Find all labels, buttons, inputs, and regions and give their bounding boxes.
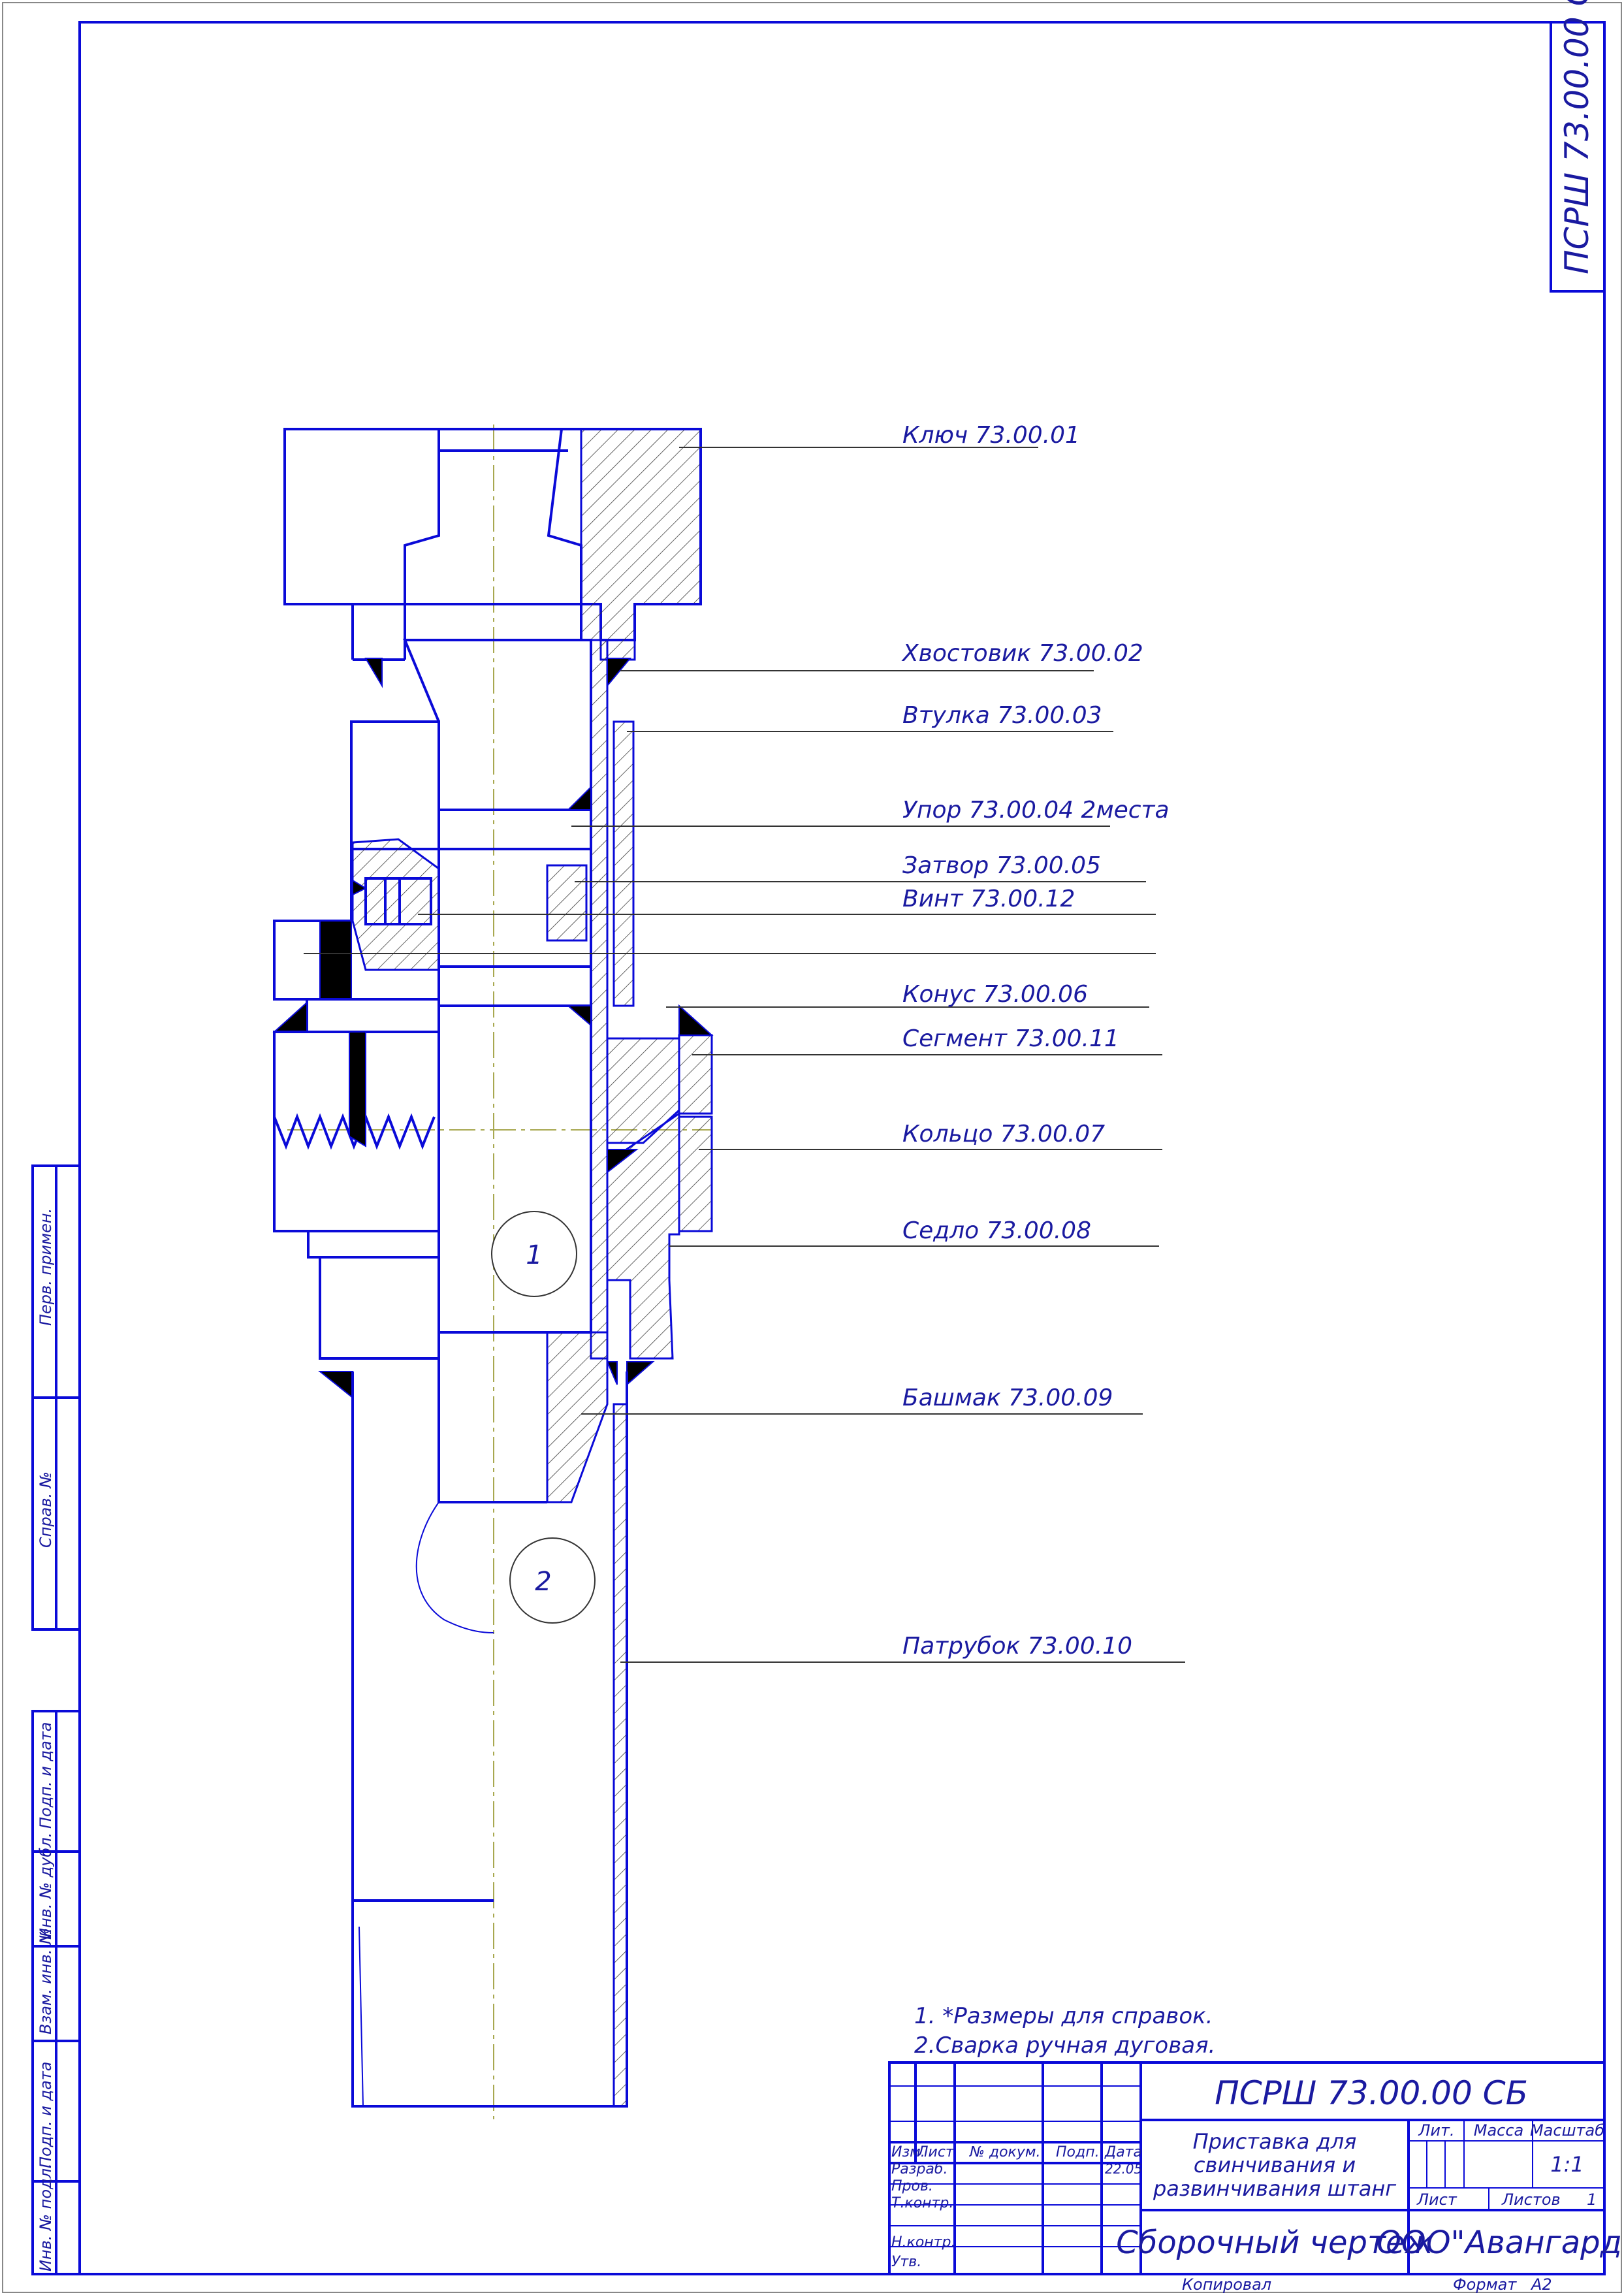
side-stamp: Перв. примен. Справ. № Подп. и дата Инв.…	[31, 1164, 81, 2275]
ring	[678, 1115, 713, 1232]
left-housing	[350, 720, 440, 850]
tb-row-nkontr: Н.контр.	[891, 2234, 955, 2251]
stop-2	[438, 965, 592, 1007]
jaw-teeth	[273, 1113, 436, 1150]
callout-lock: Затвор 73.00.05	[902, 852, 1101, 879]
tb-sheets-value: 1	[1587, 2191, 1597, 2209]
segment	[678, 1034, 713, 1115]
tb-col-date: Дата	[1104, 2144, 1142, 2160]
shoe	[546, 1331, 609, 1503]
stop-1	[438, 809, 592, 850]
note-2: 2.Сварка ручная дуговая.	[914, 2032, 1215, 2059]
cross-bar	[306, 998, 440, 1033]
lock	[351, 838, 440, 971]
side-label-sprav: Справ. №	[37, 1471, 55, 1548]
callout-sleeve: Втулка 73.00.03	[902, 702, 1102, 729]
side-label-perv: Перв. примен.	[37, 1208, 55, 1326]
tb-sheet-label: Лист	[1416, 2191, 1457, 2209]
callout-seat: Седло 73.00.08	[902, 1217, 1091, 1244]
tb-row-utv: Утв.	[891, 2254, 921, 2270]
tb-company: ООО"Авангард"	[1377, 2224, 1624, 2261]
top-code-text: ПСРШ 73.00.00 СБ	[1558, 0, 1596, 274]
shank-wall	[590, 639, 609, 1360]
side-label-podp2: Подп. и дата	[37, 2062, 55, 2169]
tb-col-podp: Подп.	[1056, 2144, 1100, 2160]
tb-sheets-label: Листов	[1501, 2191, 1561, 2209]
tb-code: ПСРШ 73.00.00 СБ	[1215, 2074, 1528, 2112]
tech-notes: 1. *Размеры для справок. 2.Сварка ручная…	[914, 2003, 1215, 2059]
drawing-frame	[78, 21, 1606, 2275]
tb-scale-value: 1:1	[1550, 2152, 1584, 2177]
tb-col-doc: № докум.	[969, 2144, 1040, 2160]
title-block: ПСРШ 73.00.00 СБ Приставка для свинчиван…	[888, 2061, 1624, 2275]
tb-scale-label: Масштаб	[1530, 2121, 1604, 2140]
callout-pipe: Патрубок 73.00.10	[902, 1633, 1132, 1660]
callout-labels: Ключ 73.00.01 Хвостовик 73.00.02 Втулка …	[901, 422, 1170, 1660]
callout-ring: Кольцо 73.00.07	[902, 1121, 1105, 1148]
tb-date-value: 22.05	[1105, 2161, 1142, 2177]
left-ring	[319, 920, 352, 1000]
shank	[403, 639, 592, 1334]
tb-mass-label: Масса	[1474, 2121, 1524, 2140]
tb-name-3: развинчивания штанг	[1153, 2176, 1396, 2201]
top-code-box: ПСРШ 73.00.00 СБ	[1550, 0, 1606, 293]
view-marker-1-label: 1	[526, 1240, 542, 1270]
side-label-inv-podl: Инв. № подл.	[37, 2163, 55, 2271]
tb-doc-type: Сборочный чертеж	[1116, 2224, 1433, 2261]
tb-name-1: Приставка для	[1193, 2129, 1357, 2154]
seat	[606, 1112, 680, 1360]
callout-stop: Упор 73.00.04 2места	[902, 797, 1170, 824]
leader-lines	[304, 447, 1185, 1663]
copied-label: Копировал	[1182, 2275, 1271, 2294]
sleeve	[613, 720, 635, 1007]
key-hatched	[580, 428, 702, 661]
callout-segment: Сегмент 73.00.11	[902, 1025, 1119, 1052]
callout-screw: Винт 73.00.12	[902, 886, 1075, 912]
pipe-wall	[613, 1403, 628, 2108]
callout-key: Ключ 73.00.01	[902, 422, 1080, 449]
tb-row-prov: Пров.	[891, 2178, 933, 2194]
assembly-drawing: 1 2	[272, 425, 714, 2119]
note-1: 1. *Размеры для справок.	[914, 2003, 1213, 2029]
callout-shoe: Башмак 73.00.09	[902, 1385, 1113, 1411]
tb-row-razrab: Разраб.	[891, 2161, 947, 2177]
stop-hatched-1	[546, 864, 588, 942]
callout-cone: Конус 73.00.06	[902, 981, 1088, 1008]
format-label: Формат	[1453, 2275, 1517, 2294]
view-marker-2	[509, 1537, 596, 1624]
side-label-podp1: Подп. и дата	[37, 1722, 55, 1829]
side-label-vzam: Взам. инв. №	[37, 1928, 55, 2034]
format-value: A2	[1530, 2275, 1552, 2294]
view-marker-1	[491, 1211, 577, 1297]
tb-lit-label: Лит.	[1418, 2121, 1454, 2140]
tb-col-list: Лист	[917, 2144, 955, 2160]
view-marker-2-label: 2	[535, 1567, 551, 1597]
pipe	[351, 1372, 628, 2108]
tb-row-tkontr: Т.контр.	[891, 2195, 953, 2211]
side-label-inv-dubl: Инв. № дубл.	[37, 1833, 55, 1940]
tb-name-2: свинчивания и	[1194, 2153, 1356, 2177]
callout-shank: Хвостовик 73.00.02	[901, 640, 1143, 667]
tb-col-izm: Изм.	[891, 2144, 925, 2160]
